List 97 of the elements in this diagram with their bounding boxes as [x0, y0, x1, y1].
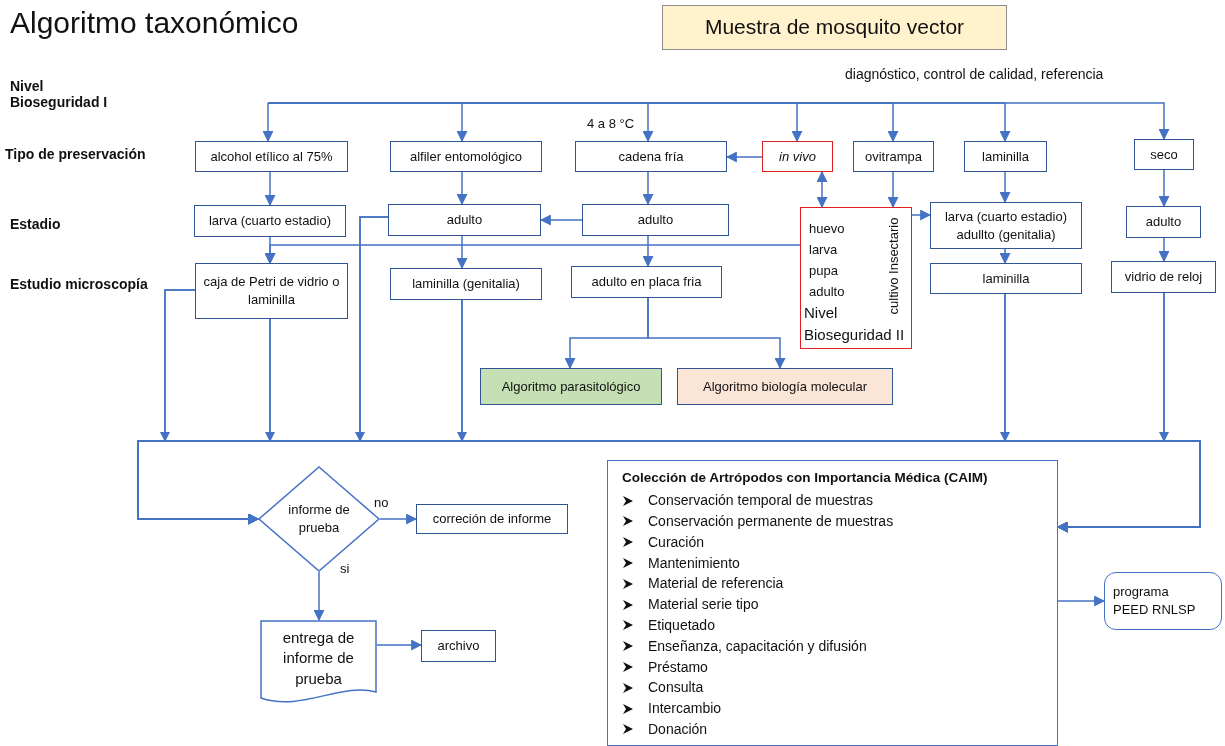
- process-box: [964, 141, 1047, 172]
- list-item: Curación: [648, 532, 705, 552]
- row-label: Estadio: [10, 216, 62, 232]
- process-box: [390, 141, 542, 172]
- arrow: [1158, 237, 1170, 263]
- culture-box: [800, 207, 912, 349]
- list-item: Consulta: [648, 678, 704, 698]
- list-item: Donación: [648, 719, 708, 739]
- arrow: [999, 171, 1011, 204]
- process-box: [677, 368, 893, 405]
- arrow: [1057, 595, 1106, 607]
- arrow: [887, 171, 899, 209]
- step-label: caja de Petri de vidrio o laminilla: [202, 273, 341, 309]
- arrow: [725, 151, 763, 163]
- list-item: Mantenimiento: [648, 553, 740, 573]
- arrow: [264, 244, 801, 265]
- process-box: [1134, 139, 1194, 170]
- step-label: laminilla: [982, 269, 1030, 288]
- step-label: Algoritmo biología molecular: [703, 377, 867, 396]
- collection-box: [607, 460, 1058, 746]
- step-label: laminilla (genitalia): [412, 275, 520, 293]
- step-label: laminilla: [982, 147, 1029, 166]
- step-label: ovitrampa: [864, 147, 923, 166]
- process-box: [571, 266, 722, 298]
- side-note: 4 a 8 °C: [587, 116, 635, 131]
- step-label: larva (cuarto estadio) adullto (genitalia): [943, 207, 1069, 244]
- arrow: [376, 639, 423, 651]
- list-item: Conservación temporal de muestras: [648, 491, 873, 511]
- step-label: archivo: [437, 637, 480, 655]
- process-box: [480, 368, 662, 405]
- process-box: [762, 141, 833, 172]
- list-item: Material de referencia: [648, 574, 784, 594]
- step-label: adulto en placa fria: [591, 273, 702, 291]
- arrow: [647, 297, 786, 370]
- process-box: [390, 268, 542, 300]
- process-box: [930, 202, 1082, 249]
- process-box: [195, 141, 348, 172]
- step-label: seco: [1150, 145, 1178, 164]
- arrow: [264, 171, 276, 207]
- arrow: [1056, 292, 1201, 533]
- list-item: Material serie tipo: [648, 595, 759, 615]
- arrow: [642, 235, 654, 268]
- process-box: [575, 141, 727, 172]
- step-label: Muestra de mosquito vector: [704, 14, 965, 41]
- arrow: [262, 102, 274, 143]
- sample-box: [662, 5, 1007, 50]
- arrow: [456, 235, 468, 270]
- row-label: Tipo de preservación: [5, 146, 147, 162]
- arrow: [911, 209, 932, 221]
- list-item: Intercambio: [648, 699, 722, 719]
- step-label: larva (cuarto estadio): [208, 212, 332, 230]
- step-label: Algoritmo parasitológico: [501, 377, 641, 396]
- step-label: in vivo: [779, 147, 816, 166]
- arrow: [1158, 169, 1170, 208]
- arrow: [642, 171, 654, 206]
- diagram-title: Algoritmo taxonómico: [10, 6, 299, 40]
- vertical-label: cultivo Insectario: [885, 217, 903, 315]
- arrow: [313, 571, 325, 622]
- step-label: adulto: [1145, 213, 1182, 231]
- arrow: [456, 171, 468, 206]
- step-label: programa PEED RNLSP: [1113, 583, 1197, 619]
- row-label: Nivel Bioseguridad I: [10, 78, 109, 110]
- row-label: Estudio microscopía: [10, 276, 149, 292]
- arrow: [379, 513, 418, 525]
- list-item: Conservación permanente de muestras: [648, 511, 894, 531]
- arrow: [267, 102, 1170, 141]
- step-label: huevo larva pupa adulto: [809, 220, 846, 301]
- process-box: [1111, 261, 1216, 293]
- process-box: [416, 504, 568, 534]
- row-label: diagnóstico, control de calidad, referencia: [845, 66, 1105, 82]
- box-heading: Colección de Artrópodos con Importancia Médica (CAIM): [622, 469, 989, 487]
- process-box: [195, 263, 348, 319]
- process-box: [930, 263, 1082, 294]
- step-label: adulto: [446, 211, 483, 229]
- rounded-box: [1104, 572, 1222, 630]
- step-label: cadena fría: [618, 147, 684, 166]
- step-label: correción de informe: [432, 510, 552, 528]
- step-label: adulto: [637, 211, 674, 229]
- step-label: vidrio de reloj: [1124, 268, 1203, 286]
- process-box: [582, 204, 729, 236]
- step-label: informe de prueba: [287, 501, 351, 537]
- process-box: [1126, 206, 1201, 238]
- document-shape: [260, 620, 377, 706]
- list-item: Etiquetado: [648, 615, 715, 635]
- process-box: [421, 630, 496, 662]
- arrow: [999, 248, 1011, 265]
- step-label: alfiler entomológico: [410, 147, 522, 166]
- process-box: [194, 205, 346, 237]
- step-label: entrega de informe de prueba: [281, 628, 356, 689]
- process-box: [388, 204, 541, 236]
- edge-label: si: [338, 561, 352, 576]
- list-item: Préstamo: [648, 657, 708, 677]
- process-box: [853, 141, 934, 172]
- list-item: Enseñanza, capacitación y difusión: [648, 636, 867, 656]
- step-label: alcohol etílico al 75%: [210, 147, 333, 166]
- arrow: [816, 170, 828, 209]
- arrow: [539, 214, 583, 226]
